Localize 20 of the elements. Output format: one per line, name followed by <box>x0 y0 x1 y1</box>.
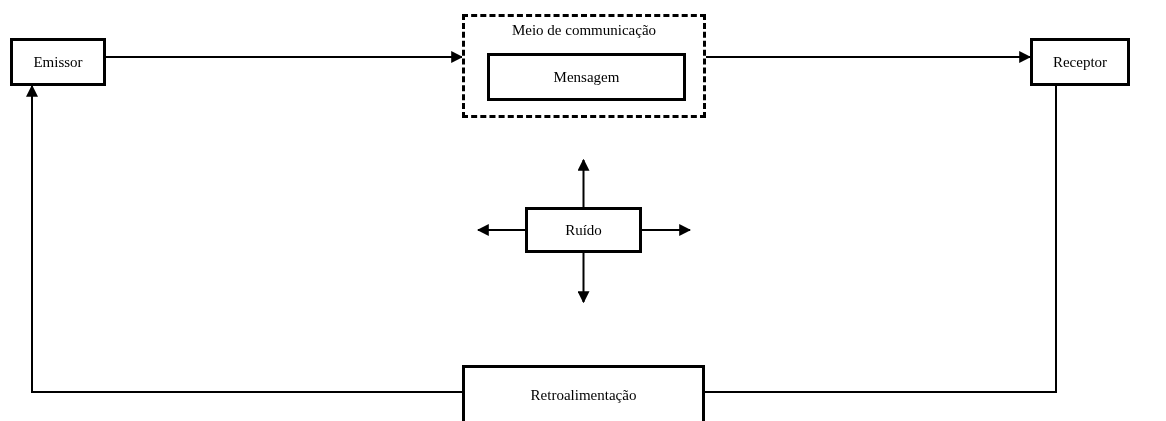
box-label: Receptor <box>1052 53 1108 71</box>
process-box <box>1030 38 1130 86</box>
arrow <box>26 84 463 393</box>
dashed-container-box <box>462 14 706 118</box>
arrow <box>705 51 1032 63</box>
connector-line <box>704 85 1057 393</box>
box-heading: Meio de communicação <box>511 21 657 39</box>
process-box <box>487 53 686 101</box>
box-label: Emissor <box>33 53 83 71</box>
box-label: Retroalimentação <box>530 386 637 404</box>
arrow <box>577 252 590 304</box>
box-label: Ruído <box>565 221 602 239</box>
process-box <box>462 365 705 421</box>
box-label: Mensagem <box>553 68 620 86</box>
arrow <box>641 224 692 236</box>
process-box <box>10 38 106 86</box>
arrow <box>577 158 590 208</box>
arrow <box>476 224 526 236</box>
arrow <box>105 51 464 63</box>
process-box <box>525 207 642 253</box>
